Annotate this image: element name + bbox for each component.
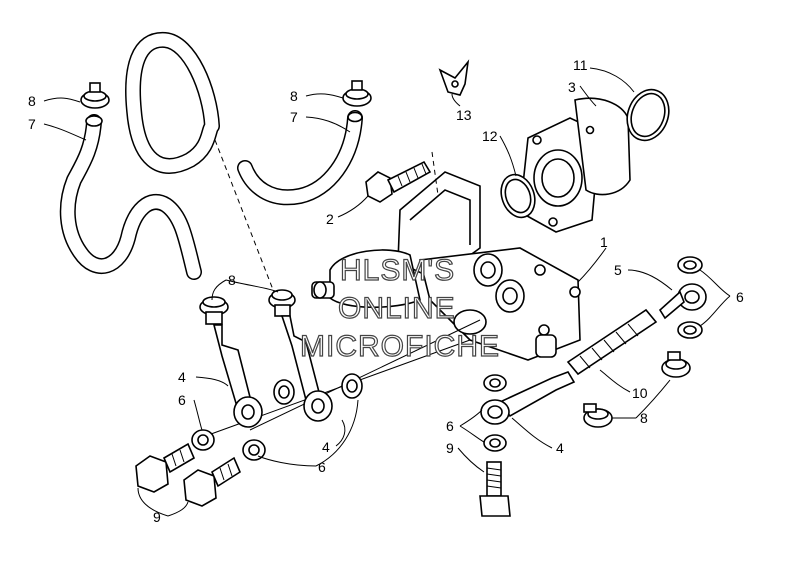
banjo-bolt-left-1 xyxy=(135,442,196,493)
callout-2: 2 xyxy=(326,211,334,227)
callout-7: 7 xyxy=(290,109,298,125)
watermark-line-2: ONLINE xyxy=(338,292,456,325)
callout-13: 13 xyxy=(456,107,472,123)
callout-6: 6 xyxy=(446,418,454,434)
callout-12: 12 xyxy=(482,128,498,144)
callout-3: 3 xyxy=(568,79,576,95)
callout-10: 10 xyxy=(632,385,648,401)
o-ring-large xyxy=(626,88,670,142)
callout-8: 8 xyxy=(640,410,648,426)
banjo-fitting-right xyxy=(658,256,707,339)
banjo-fitting-mid xyxy=(280,315,333,422)
clamp-right-upper xyxy=(661,351,691,378)
bracket-clip xyxy=(438,59,470,96)
banjo-fitting-left xyxy=(212,324,263,428)
pump-body xyxy=(311,171,581,361)
washers-left xyxy=(191,373,363,461)
banjo-bolt-lower xyxy=(479,461,511,517)
callout-4: 4 xyxy=(178,369,186,385)
callout-9: 9 xyxy=(446,440,454,456)
leader-lines xyxy=(43,67,731,517)
hose-right xyxy=(237,110,363,206)
guide-banjo xyxy=(249,319,481,431)
callout-6: 6 xyxy=(178,392,186,408)
guide-bolt2 xyxy=(431,151,439,196)
callout-11: 11 xyxy=(573,57,588,73)
banjo-bolt-left-2 xyxy=(183,456,242,507)
tube-10 xyxy=(566,308,658,376)
callout-labels: 8 7 8 7 13 12 11 3 2 1 5 6 8 4 6 4 6 9 1… xyxy=(28,57,744,525)
hose-left xyxy=(59,114,202,280)
clamp-mid-left xyxy=(199,296,229,325)
callout-4: 4 xyxy=(322,439,330,455)
watermark-line-3: MICROFICHE xyxy=(300,330,500,363)
callout-4: 4 xyxy=(556,440,564,456)
hose-top-loop xyxy=(125,31,220,174)
clamp-right-lower xyxy=(583,403,613,428)
watermark-line-1: HLSM'S xyxy=(340,254,455,287)
clamp-top-left xyxy=(80,82,110,109)
pump-cover xyxy=(519,97,631,233)
banjo-fitting-lower xyxy=(480,371,576,452)
callout-5: 5 xyxy=(614,262,622,278)
callout-7: 7 xyxy=(28,116,36,132)
guide-hose xyxy=(214,139,278,301)
callout-6: 6 xyxy=(318,459,326,475)
callout-1: 1 xyxy=(600,234,608,250)
callout-9: 9 xyxy=(153,509,161,525)
callout-6: 6 xyxy=(736,289,744,305)
o-ring-small xyxy=(500,173,536,219)
callout-8: 8 xyxy=(290,88,298,104)
callout-8: 8 xyxy=(28,93,36,109)
clamp-mid-right xyxy=(268,289,296,317)
clamp-top-right xyxy=(342,80,372,107)
callout-8: 8 xyxy=(228,272,236,288)
watermark: HLSM'S ONLINE MICROFICHE xyxy=(299,253,500,363)
